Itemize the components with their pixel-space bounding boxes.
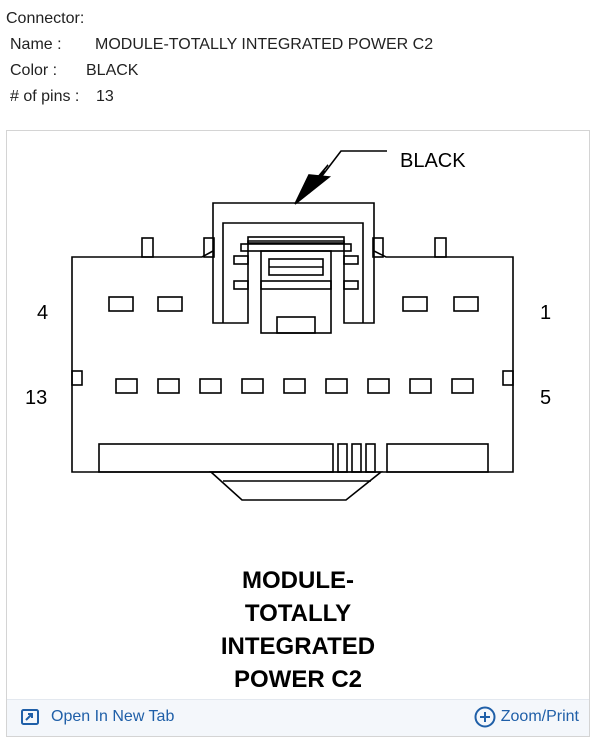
side-key-right (502, 370, 514, 386)
tab-inner-left (203, 237, 215, 258)
latch-body (260, 250, 332, 334)
name-value: MODULE-TOTALLY INTEGRATED POWER C2 (95, 36, 434, 53)
zoom-print-link[interactable]: Zoom/Print (474, 706, 579, 728)
bottom-key-2 (351, 443, 362, 473)
color-label: Color : (10, 62, 58, 79)
open-new-tab-link[interactable]: Open In New Tab (21, 708, 174, 726)
side-key-left (71, 370, 83, 386)
pin-cavity (157, 378, 180, 394)
pin-cavity (115, 378, 138, 394)
pin-label-5: 5 (540, 387, 551, 409)
tab-inner-right (372, 237, 384, 258)
latch-nub-left-2 (233, 280, 249, 290)
pin-cavity (157, 296, 183, 312)
latch-nub-right (343, 255, 359, 265)
latch-nub-left (233, 255, 249, 265)
color-callout-text: BLACK (400, 150, 466, 172)
latch-key (276, 316, 316, 334)
panel-footer: Open In New Tab Zoom/Print (7, 699, 589, 736)
pin-cavity (453, 296, 479, 312)
latch-frame (222, 222, 364, 323)
lower-skirt (208, 471, 384, 501)
pin-cavity (283, 378, 306, 394)
latch-nub-right-2 (343, 280, 359, 290)
latch-rib (260, 280, 332, 290)
pin-cavity (241, 378, 264, 394)
color-value: BLACK (86, 62, 139, 79)
arrow-icon (294, 150, 387, 205)
bottom-key-1 (337, 443, 348, 473)
connector-face-diagram: BLACK (25, 150, 551, 501)
pins-value: 13 (96, 88, 114, 105)
pin-cavity (402, 296, 428, 312)
bottom-slot-right (386, 443, 489, 473)
bottom-row-cavities (115, 378, 474, 394)
pin-cavity (108, 296, 134, 312)
pins-label: # of pins : (10, 88, 80, 105)
name-label: Name : (10, 36, 62, 53)
diagram-title-line: POWER C2 (233, 666, 362, 693)
bottom-key-3 (365, 443, 376, 473)
pin-cavity (409, 378, 432, 394)
top-row-cavities (108, 296, 479, 312)
diagram-title-line: MODULE- (242, 567, 354, 594)
plus-circle-icon (474, 706, 496, 728)
bottom-slot-left (98, 443, 334, 473)
latch-bar-2 (240, 243, 352, 252)
pin-cavity (451, 378, 474, 394)
pin-label-1: 1 (540, 302, 551, 324)
pin-label-4: 4 (37, 302, 48, 324)
diagram-title-line: TOTALLY (244, 600, 352, 627)
tab-left (141, 237, 154, 258)
open-in-new-tab-icon (21, 709, 39, 725)
latch-bar (247, 236, 345, 244)
zoom-print-label: Zoom/Print (500, 708, 579, 725)
diagram-title-line: INTEGRATED (220, 633, 376, 660)
connector-diagram-panel: BLACK (6, 130, 590, 737)
latch-outer (212, 240, 375, 324)
diagram-title: MODULE- TOTALLY INTEGRATED POWER C2 (7, 564, 589, 696)
pin-cavity (325, 378, 348, 394)
pin-cavity (367, 378, 390, 394)
tab-right (434, 237, 447, 258)
open-new-tab-label: Open In New Tab (51, 708, 175, 725)
pin-label-13: 13 (25, 387, 47, 409)
pin-cavity (199, 378, 222, 394)
connector-heading: Connector: (6, 10, 85, 27)
